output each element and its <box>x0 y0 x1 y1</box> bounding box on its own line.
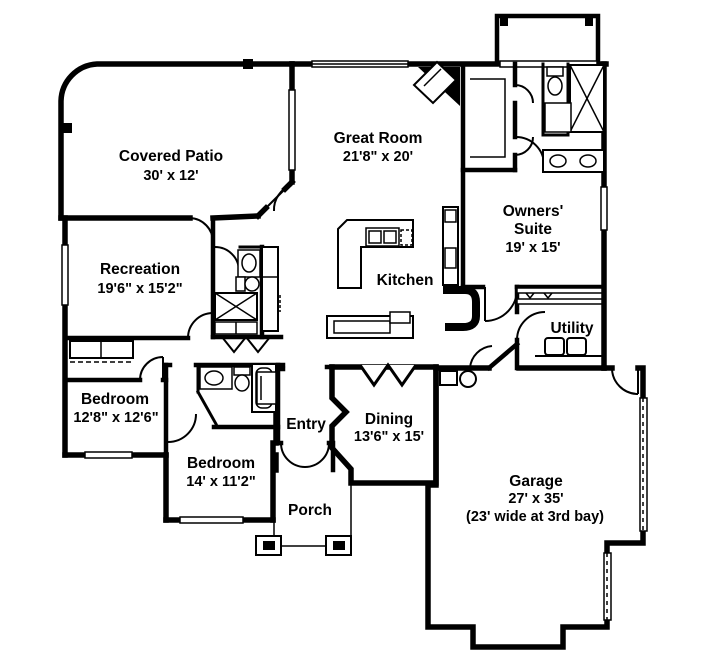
garage-note: (23' wide at 3rd bay) <box>466 509 604 525</box>
toilet-icon <box>547 76 563 96</box>
dryer-icon <box>566 337 587 356</box>
dining-label: Dining <box>365 411 413 428</box>
oven-cabinet-icon <box>442 206 459 286</box>
french-door-left-arc <box>280 442 306 468</box>
owners-suite-label2: Suite <box>514 221 552 238</box>
dishwasher-icon <box>400 229 413 246</box>
bump-post2-icon <box>585 18 593 26</box>
bedroom1-window <box>84 451 133 459</box>
garage-rear-door-arc <box>611 367 639 395</box>
bath2-toilet-icon <box>234 374 250 392</box>
bedroom2-window <box>179 516 244 524</box>
recreation-label: Recreation <box>100 261 180 278</box>
closet-door2-arc <box>514 136 534 156</box>
dining-arch-icon <box>358 362 418 388</box>
patio-to-recreation-door-arc <box>189 217 215 243</box>
owners-suite-dims: 19' x 15' <box>505 240 560 256</box>
entry-closet-icon <box>256 371 277 405</box>
owners-bath-door-arc <box>515 136 545 166</box>
owners-bath-fixtures <box>542 64 605 173</box>
great-room-patio-door <box>288 89 296 171</box>
recreation-door-arc <box>187 312 214 339</box>
great-room-dims: 21'8" x 20' <box>343 149 413 165</box>
porch-label: Porch <box>288 502 332 519</box>
garage-equipment <box>439 370 477 388</box>
water-heater-icon <box>459 370 477 388</box>
covered-patio-label: Covered Patio <box>119 148 223 165</box>
porch-columns <box>255 470 352 556</box>
utility-label: Utility <box>550 320 593 337</box>
garage-label: Garage <box>509 473 563 490</box>
bedroom1-dims: 12'8" x 12'6" <box>73 410 158 426</box>
owners-suite-window <box>600 186 608 231</box>
fixtures <box>62 18 648 621</box>
bath1-toilet-tank-icon <box>235 276 246 292</box>
bump-post-icon <box>500 18 508 26</box>
garage-door-openings <box>603 397 648 621</box>
hanging-rod-hook-icon <box>525 292 535 300</box>
kitchen-island-icon <box>326 311 414 339</box>
patio-post2-icon <box>62 123 72 133</box>
french-door-right-arc <box>304 442 330 468</box>
garage-hall-door-arc <box>469 345 493 369</box>
bedroom1-label: Bedroom <box>81 391 149 408</box>
linen-bench-icon <box>544 102 572 133</box>
owners-suite-label: Owners' <box>503 203 564 220</box>
refrigerator-cabinet-icon <box>261 246 281 332</box>
bath1-bifold-door <box>221 336 247 354</box>
utility-door-arc <box>516 311 546 341</box>
utility-shelf2-icon <box>516 298 603 305</box>
bath1-door-arc <box>214 246 240 272</box>
kitchen-l-counter-icon <box>337 219 414 289</box>
covered-patio-dims: 30' x 12' <box>143 168 198 184</box>
closet-door1-arc <box>514 84 534 104</box>
furnace-icon <box>439 370 458 386</box>
bath1-bifold-door2 <box>245 336 271 354</box>
recreation-window <box>61 244 69 306</box>
window-seat-icon <box>69 340 134 363</box>
entry-label: Entry <box>286 416 326 433</box>
bath1-fixtures <box>214 249 261 335</box>
hanging-rod-hook2-icon <box>543 292 553 300</box>
room-labels: Covered Patio 30' x 12' Great Room 21'8"… <box>73 130 604 525</box>
dining-dims: 13'6" x 15' <box>354 429 424 445</box>
owners-suite-door-arc <box>484 286 519 323</box>
utility-shelf-icon <box>516 287 603 294</box>
bath2-toilet-tank-icon <box>233 366 251 376</box>
bath1-toilet-icon <box>244 276 260 292</box>
recreation-dims: 19'6" x 15'2" <box>97 281 182 297</box>
kitchen-label: Kitchen <box>377 272 434 289</box>
great-room-label: Great Room <box>334 130 423 147</box>
bedroom2-label: Bedroom <box>187 455 255 472</box>
patio-post-icon <box>243 59 253 69</box>
corner-fireplace-icon <box>412 60 460 106</box>
windows <box>61 60 608 524</box>
washer-icon <box>544 337 565 356</box>
bedroom2-door-arc <box>167 413 197 443</box>
bedroom2-dims: 14' x 11'2" <box>186 474 255 490</box>
bedroom1-door-arc <box>139 356 164 381</box>
toilet-tank-icon <box>546 66 564 77</box>
utility-fixtures <box>516 287 604 357</box>
garage-dims: 27' x 35' <box>508 491 563 507</box>
walk-in-closet-rod-icon <box>470 78 506 158</box>
